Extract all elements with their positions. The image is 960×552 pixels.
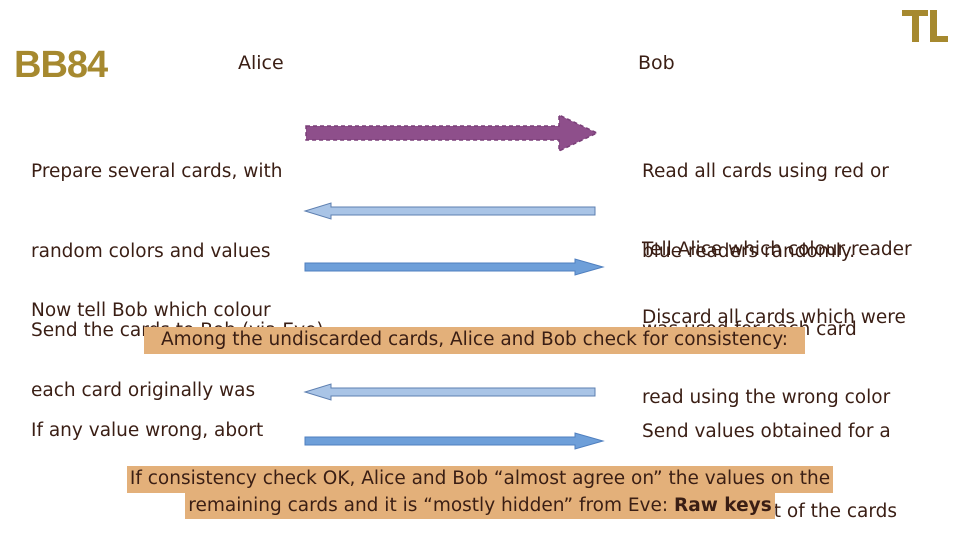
send-values-arrow [303, 383, 596, 401]
bob-read-line: blue readers randomly. [642, 240, 856, 262]
alice-abort-text: If any value wrong, abort [31, 420, 264, 441]
send-cards-arrow [305, 113, 599, 153]
alice-header: Alice [238, 52, 284, 74]
conclusion: If consistency check OK, Alice and Bob “… [0, 466, 960, 519]
tell-colour-arrow [304, 258, 605, 276]
alice-tell-colour-text: Now tell Bob which colour each card orig… [31, 245, 271, 431]
alice-tell-colour-line: Now tell Bob which colour [31, 300, 271, 321]
consistency-note: Among the undiscarded cards, Alice and B… [144, 327, 805, 354]
alice-tell-colour-line: each card originally was [31, 379, 256, 401]
bob-send-values-line: Send values obtained for a [642, 421, 891, 442]
bob-read-line: Read all cards using red or [642, 161, 889, 182]
bob-discard-text: Discard all cards which were read using … [642, 252, 906, 438]
alice-prepare-line: Prepare several cards, with [31, 161, 283, 182]
raw-keys-label: Raw keys [674, 494, 772, 516]
bob-header: Bob [638, 52, 675, 74]
bob-tell-reader-line: Tell Alice which colour reader [642, 239, 912, 260]
bob-discard-line: read using the wrong color [642, 386, 891, 408]
abort-arrow [304, 432, 605, 450]
bob-discard-line: Discard all cards which were [642, 307, 906, 328]
slide-title: BB84 [14, 44, 108, 86]
bob-read-text: Read all cards using red or blue readers… [642, 106, 889, 292]
conclusion-line-1: If consistency check OK, Alice and Bob “… [126, 466, 834, 493]
alice-prepare-line: random colors and values [31, 240, 271, 262]
bob-send-values-text: Send values obtained for a random subset… [642, 366, 897, 552]
tl-logo-icon [902, 10, 948, 42]
conclusion-line-2: remaining cards and it is “mostly hidden… [185, 492, 775, 519]
tell-reader-arrow [303, 202, 596, 220]
conclusion-line-2-text: remaining cards and it is “mostly hidden… [188, 494, 675, 516]
